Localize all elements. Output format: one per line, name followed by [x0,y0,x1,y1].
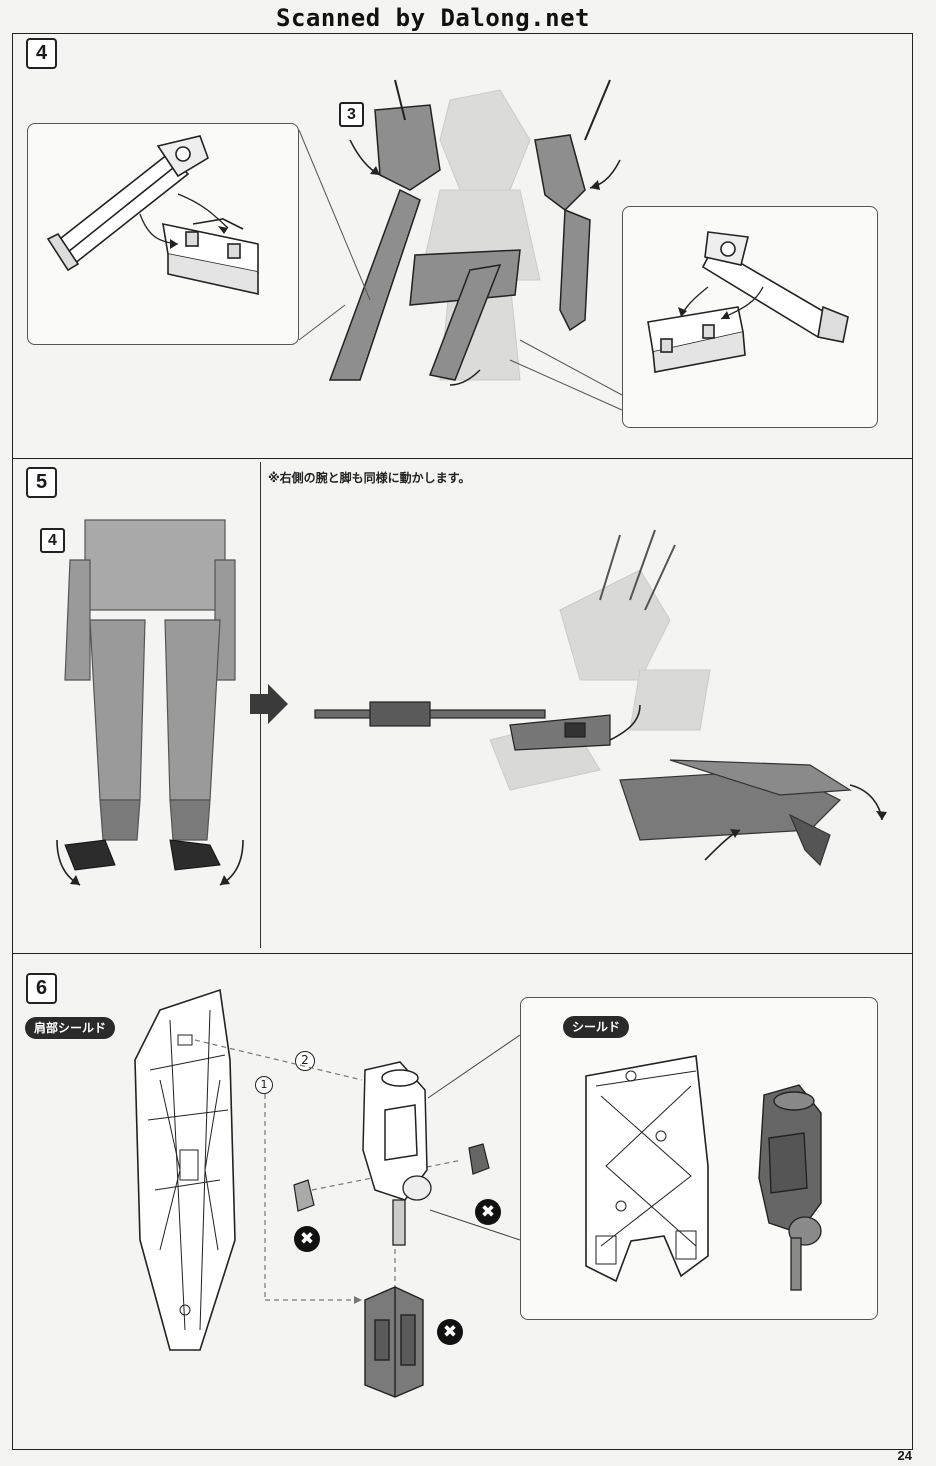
shield-joint-part-illustration [362,1061,432,1246]
watermark: Scanned by Dalong.net [276,4,590,32]
robot-upper-body-illustration [328,79,621,386]
assembly-order-2: 2 [295,1051,315,1071]
robot-legs-illustration [56,519,244,886]
beam-rifle-mount-left-illustration [46,135,259,295]
step-5-note: ※右側の腕と脚も同様に動かします。 [268,471,471,485]
shield-detail-panel: シールド [520,997,878,1320]
small-part-left-illustration [293,1179,315,1212]
step-number-6: 6 [26,973,57,1004]
callout-leader-lines-step-4 [298,129,623,411]
shield-label: シールド [563,1016,630,1038]
shield-frame-illustration [585,1055,709,1283]
step-number-5: 5 [26,467,57,498]
prohibited-icon: ✖ [294,1226,320,1252]
beam-rifle-mount-right-illustration [647,231,849,373]
transition-arrow-icon [250,684,288,724]
shield-connector-block-illustration [364,1286,424,1398]
sub-step-number-3: 3 [339,102,364,127]
detail-callout-left [27,123,299,345]
prohibited-icon: ✖ [437,1319,463,1345]
page-number: 24 [897,1448,912,1463]
robot-flight-mode-illustration [314,529,887,867]
sub-step-number-4: 4 [40,528,65,553]
section-divider-4-5 [12,458,913,459]
section-divider-5-6 [12,953,913,954]
step-number-4: 4 [26,38,57,69]
small-part-right-illustration [468,1143,490,1175]
prohibited-icon: ✖ [475,1199,501,1225]
detail-callout-right [622,206,878,428]
assembly-order-1: 1 [255,1076,273,1094]
shield-joint-part-assembled-illustration [758,1084,822,1291]
page-frame [12,33,913,1450]
shoulder-shield-label: 肩部シールド [25,1017,116,1039]
shoulder-shield-frame-illustration [134,988,236,1351]
